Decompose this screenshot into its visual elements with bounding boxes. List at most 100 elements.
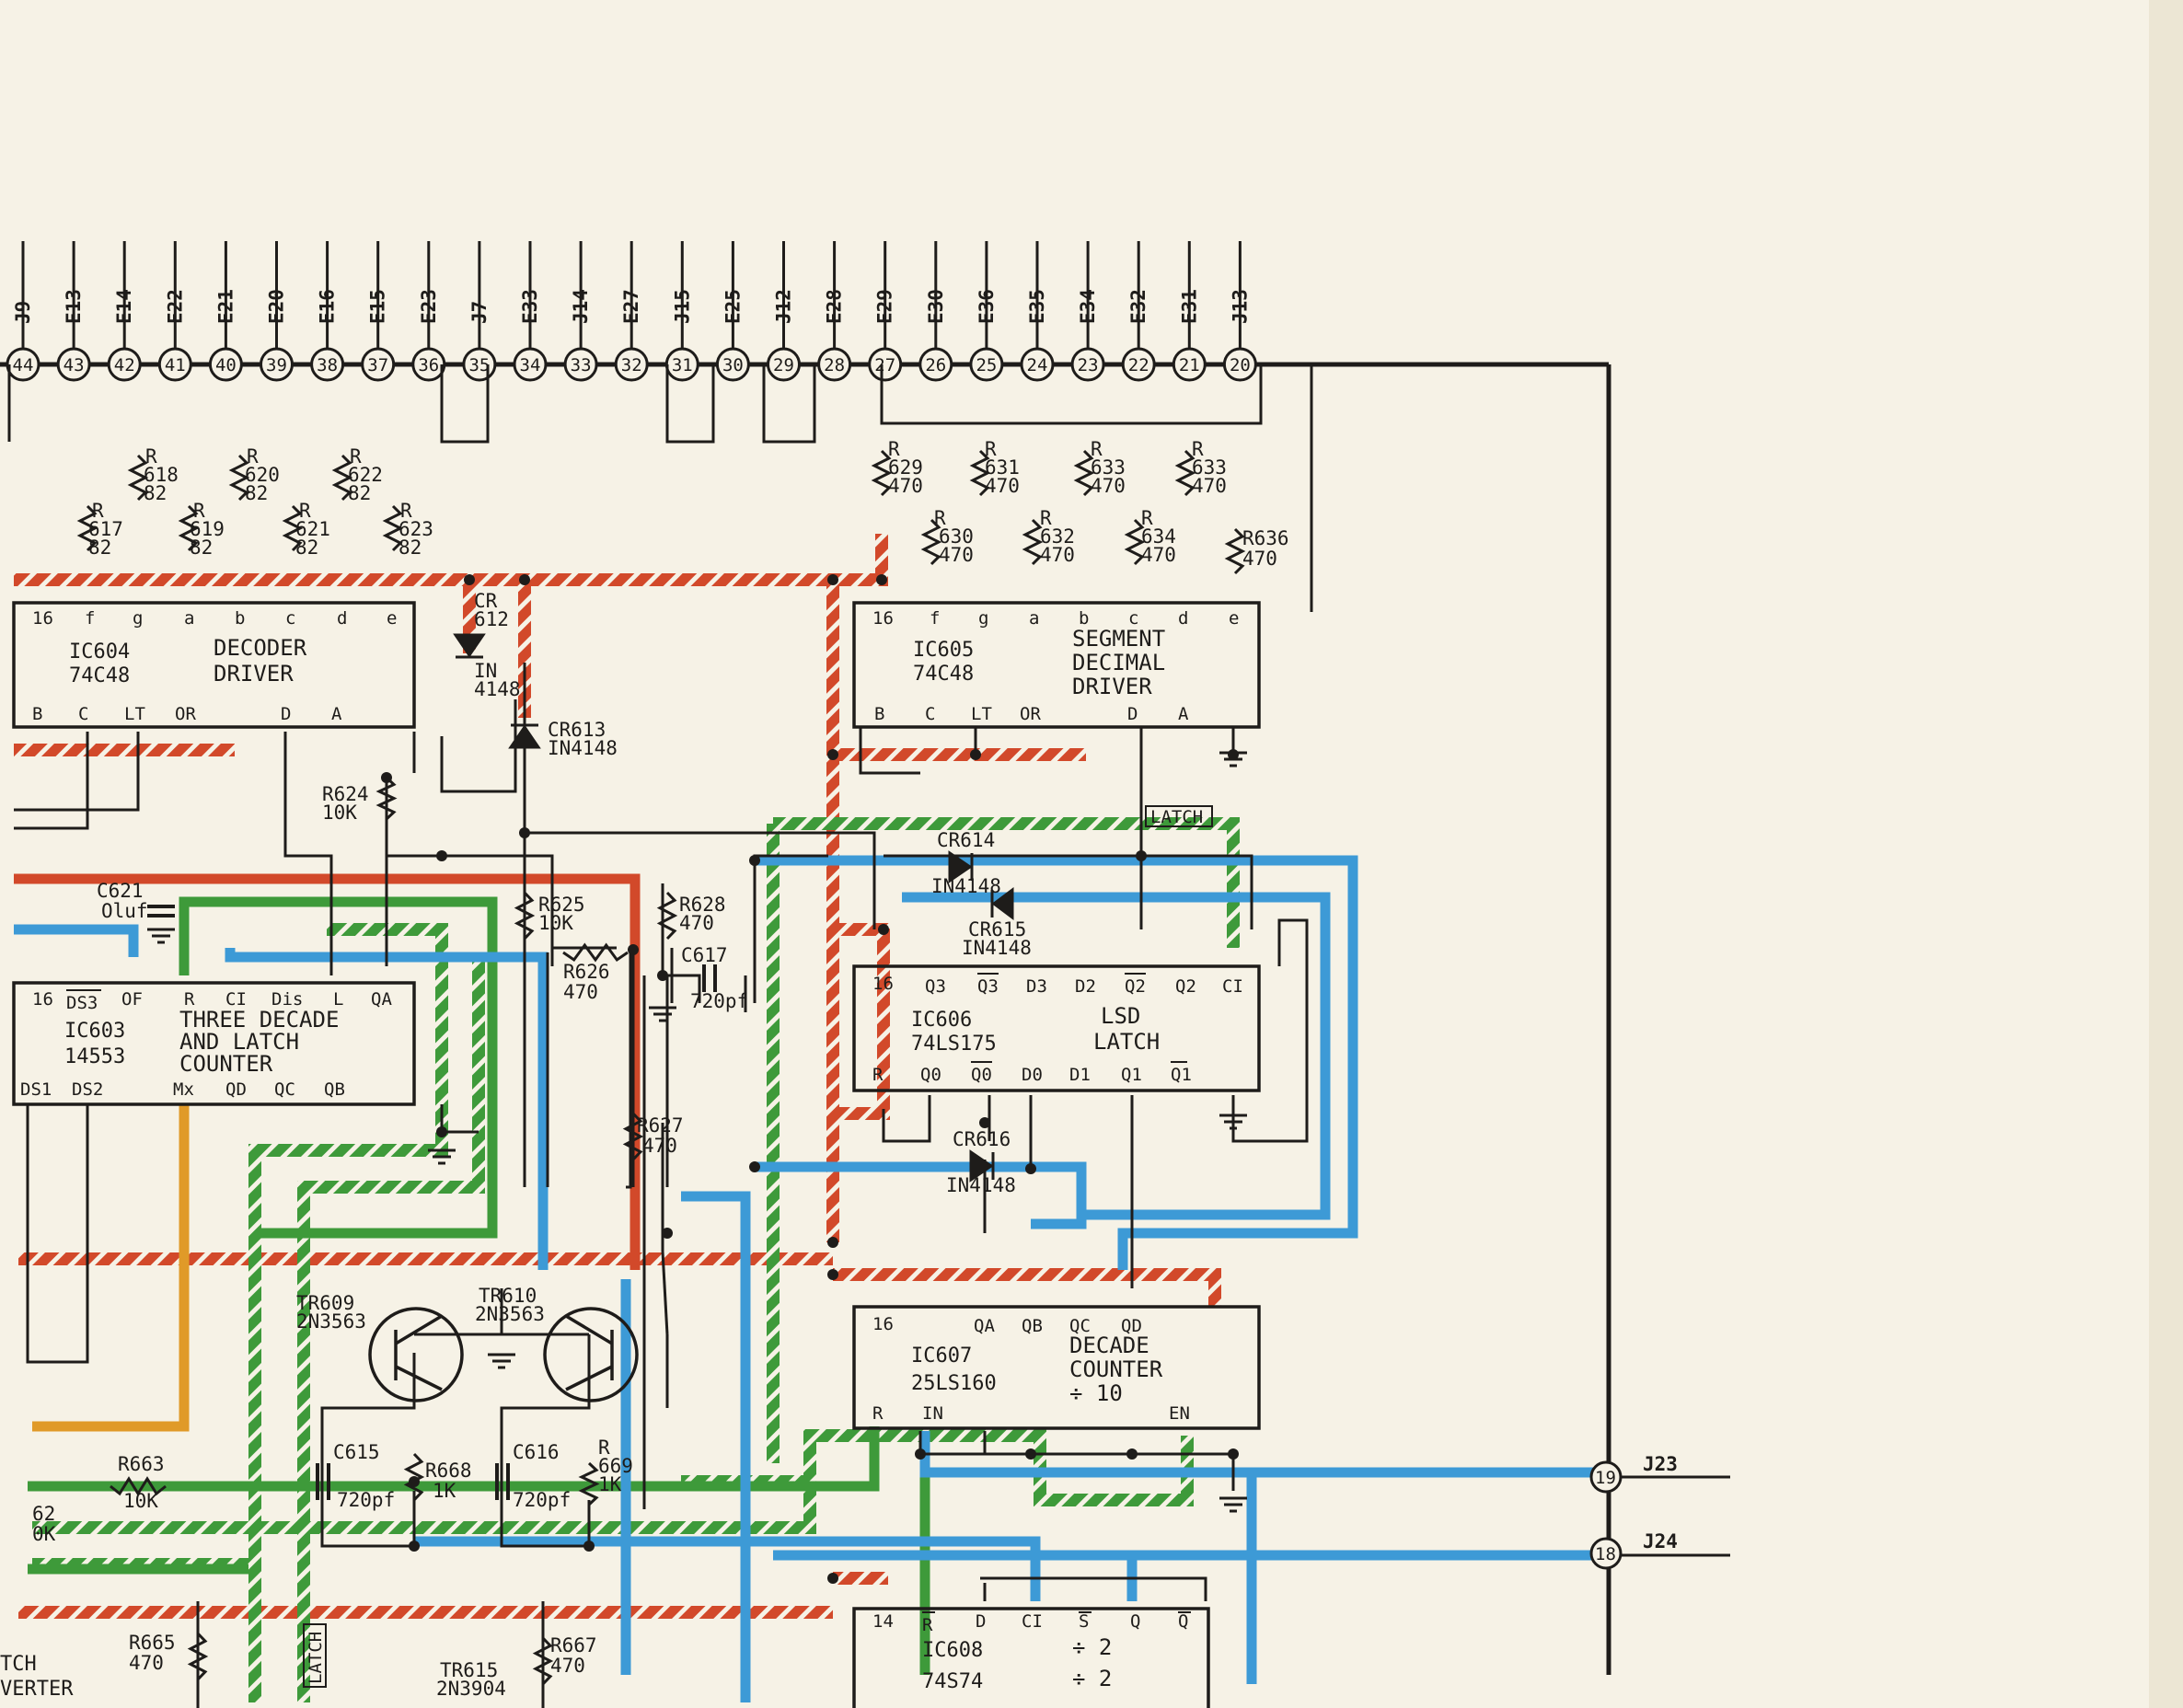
ground-icon (1219, 1114, 1247, 1130)
ic603-pin-QD: QD (225, 1079, 247, 1100)
green-wire (773, 817, 1240, 948)
ic605-pin-B: B (874, 704, 884, 724)
red-wire (833, 1268, 1221, 1307)
r667-symbol (532, 1636, 554, 1686)
ic604-pin-16: 16 (32, 608, 53, 629)
r625-symbol (514, 891, 536, 941)
ic606-pin-Q2-bar: Q2 (1125, 976, 1146, 997)
ic606-pin-Q1-bar: Q1 (1171, 1065, 1192, 1085)
r629-symbol (871, 449, 893, 497)
wire (762, 364, 816, 444)
side-inputs: 19 J23 18 J24 (1589, 1453, 1678, 1570)
junction-dot (464, 574, 475, 585)
junction-dot (749, 1161, 760, 1172)
connector-pin-38 (310, 347, 345, 382)
junction-dot (827, 574, 838, 585)
ic605-pin-LT: LT (971, 704, 992, 724)
r624-symbol (375, 776, 398, 821)
ic605-pin-C: C (925, 704, 935, 724)
ic603-pin-16: 16 (32, 989, 53, 1010)
junction-dot (827, 1573, 838, 1584)
connector-pin-26 (918, 347, 953, 382)
ic608-pin-S: S (1079, 1611, 1089, 1632)
r669-symbol (578, 1461, 600, 1506)
wire (859, 727, 920, 775)
connector-pin-29 (767, 347, 801, 382)
connector-pin-label: J13 (1229, 289, 1251, 324)
ic606-pin-Q0: Q0 (920, 1065, 941, 1085)
input-node-19-num: 19 (1595, 1468, 1616, 1488)
latch-labels: LATCH LATCH (303, 805, 1213, 1688)
ic605-pin-c: c (1128, 608, 1138, 629)
wire (440, 364, 490, 444)
connector-pin-label: E13 (63, 289, 85, 324)
ic604-pin-D: D (281, 704, 291, 724)
ground-icon (649, 1006, 676, 1022)
junction-dot (1025, 1448, 1036, 1460)
ic604-pin-A: A (331, 704, 342, 724)
connector-pin-number: 22 (1128, 355, 1149, 375)
chip-bodies (12, 601, 1261, 1708)
connector-pin-33 (563, 347, 598, 382)
connector-pin-40 (208, 347, 243, 382)
connector-pin-number: 26 (925, 355, 946, 375)
ic606-pin-D3: D3 (1026, 976, 1047, 997)
connector-pin-24 (1020, 347, 1055, 382)
ic606-pin-D1: D1 (1069, 1065, 1091, 1085)
connector-pin-label: E21 (214, 289, 237, 324)
wire (880, 364, 1263, 425)
r621-symbol (282, 504, 304, 552)
ic603-pin-QA: QA (371, 989, 392, 1010)
ic608-title: ÷ 2÷ 2 (1072, 1634, 1112, 1691)
blue-solid-wire (755, 1161, 1087, 1229)
tr610-symbol (543, 1307, 639, 1402)
wire (626, 948, 632, 1189)
wire (500, 1334, 591, 1548)
ic606-pin-Q3-bar: Q3 (977, 976, 999, 997)
connector-pin-25 (969, 347, 1004, 382)
r636-symbol (1224, 527, 1246, 575)
ic605-pin-A: A (1178, 704, 1189, 724)
diode-symbols (453, 633, 1014, 1183)
ic604-pin-f: f (85, 608, 95, 629)
ic604-pin-g: g (133, 608, 143, 629)
wire (882, 1095, 931, 1143)
ic604-body (12, 601, 416, 729)
connector-pin-number: 43 (64, 355, 85, 375)
connector-pin-label: E20 (266, 289, 288, 324)
ic603-pin-R: R (184, 989, 195, 1010)
r617-symbol (76, 504, 98, 552)
resistor-shapes (76, 449, 1246, 1686)
wire (884, 854, 1253, 929)
ground-icon (488, 1353, 515, 1369)
connector-pin-number: 34 (520, 355, 541, 375)
junction-dot (1136, 850, 1147, 861)
ic605-body (852, 601, 1261, 729)
r663-symbol (110, 1476, 167, 1496)
ic607-body (852, 1305, 1261, 1430)
wire (14, 732, 89, 830)
connector-pin-43 (56, 347, 91, 382)
connector-pin-42 (107, 347, 142, 382)
ic604-pin-LT: LT (124, 704, 145, 724)
ic604-pin-B: B (32, 704, 42, 724)
junction-dot (519, 827, 530, 838)
ic608-pin-Q: Q (1130, 1611, 1140, 1632)
connector-pin-28 (817, 347, 852, 382)
cr615-symbol (991, 887, 1014, 920)
cr612-symbol (453, 633, 486, 658)
connector-pin-label: E32 (1127, 289, 1149, 324)
wire (665, 364, 715, 444)
connector-pin-number: 20 (1230, 355, 1251, 375)
